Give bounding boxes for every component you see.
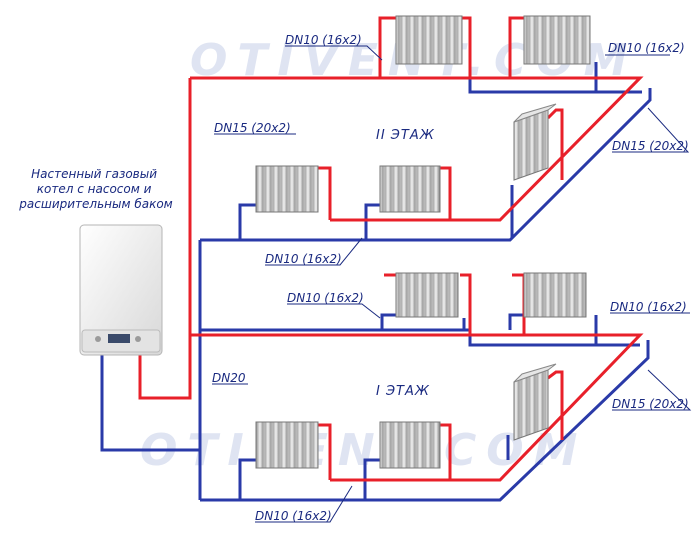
floor-label-lower: I ЭТАЖ bbox=[376, 384, 430, 399]
label-dn15-lower-right: DN15 (20x2) bbox=[612, 397, 689, 411]
radiator-1f-mid bbox=[379, 421, 441, 469]
radiator-2f-vertical bbox=[513, 103, 557, 181]
radiator-1f-left bbox=[255, 421, 319, 469]
boiler-display bbox=[108, 334, 130, 343]
boiler-caption-line-1: Настенный газовый bbox=[31, 167, 157, 181]
gas-boiler bbox=[79, 224, 163, 356]
watermark-bottom: OTIVENT.COM bbox=[140, 425, 587, 476]
floor-label-upper: II ЭТАЖ bbox=[376, 128, 435, 143]
label-dn20: DN20 bbox=[212, 371, 246, 385]
return-pipes bbox=[100, 62, 652, 502]
radiators bbox=[255, 15, 591, 469]
label-dn15-riser: DN15 (20x2) bbox=[214, 121, 291, 135]
label-dn10-lower-top-right: DN10 (16x2) bbox=[610, 300, 687, 314]
leader-lines bbox=[212, 45, 692, 523]
radiator-1f-vertical bbox=[513, 363, 557, 441]
radiator-1f-top-left bbox=[395, 272, 459, 318]
radiator-2f-mid bbox=[379, 165, 441, 213]
radiator-2f-left bbox=[255, 165, 319, 213]
supply-pipes bbox=[138, 16, 644, 482]
boiler-caption-line-2: котел с насосом и bbox=[37, 182, 152, 196]
radiator-1f-top-right bbox=[523, 272, 587, 318]
label-dn10-top-left: DN10 (16x2) bbox=[285, 33, 362, 47]
radiator-2f-top-right bbox=[523, 15, 591, 65]
boiler-caption: Настенный газовый котел с насосом и расш… bbox=[18, 167, 172, 211]
radiator-2f-top-left bbox=[395, 15, 463, 65]
label-dn10-lower-top-left: DN10 (16x2) bbox=[287, 291, 364, 305]
label-dn10-top-right: DN10 (16x2) bbox=[608, 41, 685, 55]
label-dn10-upper-mid: DN10 (16x2) bbox=[265, 252, 342, 266]
label-dn10-bottom: DN10 (16x2) bbox=[255, 509, 332, 523]
boiler-caption-line-3: расширительным баком bbox=[18, 197, 172, 211]
label-dn15-upper-right: DN15 (20x2) bbox=[612, 139, 689, 153]
